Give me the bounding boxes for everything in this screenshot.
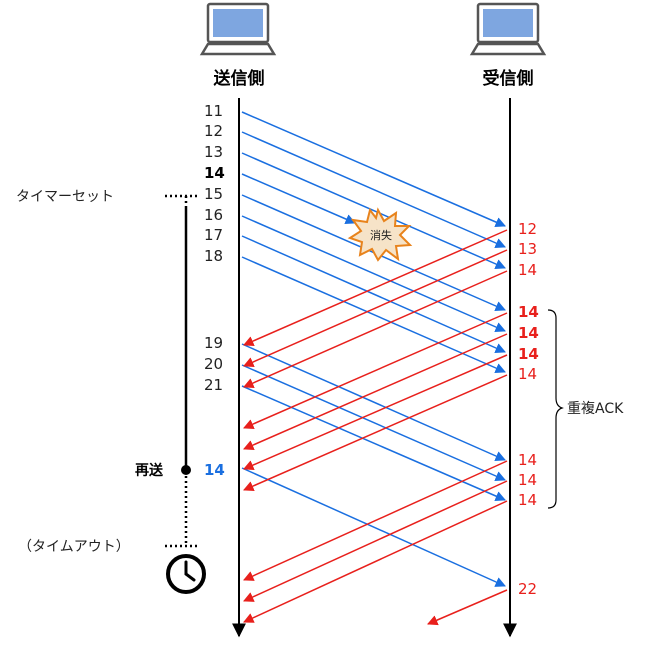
receiver-ack-14-h: 14 <box>518 491 537 509</box>
sender-seq-21: 21 <box>204 376 223 394</box>
ack-arrow-14-f <box>243 460 508 581</box>
clock-icon <box>166 554 206 594</box>
sender-seq-20: 20 <box>204 355 223 373</box>
sender-title: 送信側 <box>214 68 265 89</box>
ack-arrow-14-h <box>243 500 508 623</box>
data-arrow-19 <box>241 343 506 461</box>
data-arrow-14-resend <box>241 467 506 587</box>
resend-dot <box>181 465 191 475</box>
receiver-ack-14-f: 14 <box>518 451 537 469</box>
laptop-icon <box>469 2 547 56</box>
data-arrow-12 <box>241 131 506 249</box>
sender-seq-17: 17 <box>204 226 223 244</box>
data-arrow-14-lost <box>241 173 356 225</box>
receiver-ack-22: 22 <box>518 580 537 598</box>
ack-arrow-14-a <box>243 270 508 388</box>
duplicate-ack-bracket <box>547 309 564 509</box>
sender-seq-14: 14 <box>204 164 225 182</box>
receiver-ack-14-e: 14 <box>518 365 537 383</box>
explosion-icon: 消失 <box>347 207 413 262</box>
ack-arrow-22 <box>427 589 508 626</box>
sender-seq-18: 18 <box>204 247 223 265</box>
sender-seq-15: 15 <box>204 185 223 203</box>
receiver-ack-14-c: 14 <box>518 324 539 342</box>
ack-arrow-14-g <box>243 480 508 602</box>
timer-set-label: タイマーセット <box>16 189 114 205</box>
ack-arrow-14-e <box>243 374 508 492</box>
receiver-ack-13: 13 <box>518 240 537 258</box>
sender-seq-12: 12 <box>204 122 223 140</box>
resend-label: 再送 <box>135 462 164 479</box>
receiver-ack-12: 12 <box>518 220 537 238</box>
laptop-icon <box>199 2 277 56</box>
sender-seq-11: 11 <box>204 102 223 120</box>
data-arrow-18 <box>241 256 506 374</box>
ack-arrow-14-c <box>243 333 508 451</box>
receiver-ack-14-a: 14 <box>518 261 537 279</box>
sender-seq-19: 19 <box>204 334 223 352</box>
data-arrow-20 <box>241 364 506 482</box>
lost-label: 消失 <box>370 228 392 242</box>
duplicate-ack-label: 重複ACK <box>567 400 624 417</box>
data-arrow-11 <box>241 111 506 228</box>
timeout-label: （タイムアウト） <box>18 539 130 555</box>
sender-seq-16: 16 <box>204 206 223 224</box>
ack-arrow-14-d <box>243 354 508 471</box>
resend-number: 14 <box>204 461 225 479</box>
receiver-ack-14-d: 14 <box>518 345 539 363</box>
data-arrow-13 <box>241 152 506 270</box>
ack-arrow-13 <box>243 249 508 367</box>
ack-arrow-14-b <box>243 312 508 430</box>
ack-arrow-12 <box>243 229 508 347</box>
sender-seq-13: 13 <box>204 143 223 161</box>
receiver-title: 受信側 <box>483 68 534 89</box>
receiver-ack-14-b: 14 <box>518 303 539 321</box>
receiver-ack-14-g: 14 <box>518 471 537 489</box>
data-arrow-16 <box>241 215 506 333</box>
